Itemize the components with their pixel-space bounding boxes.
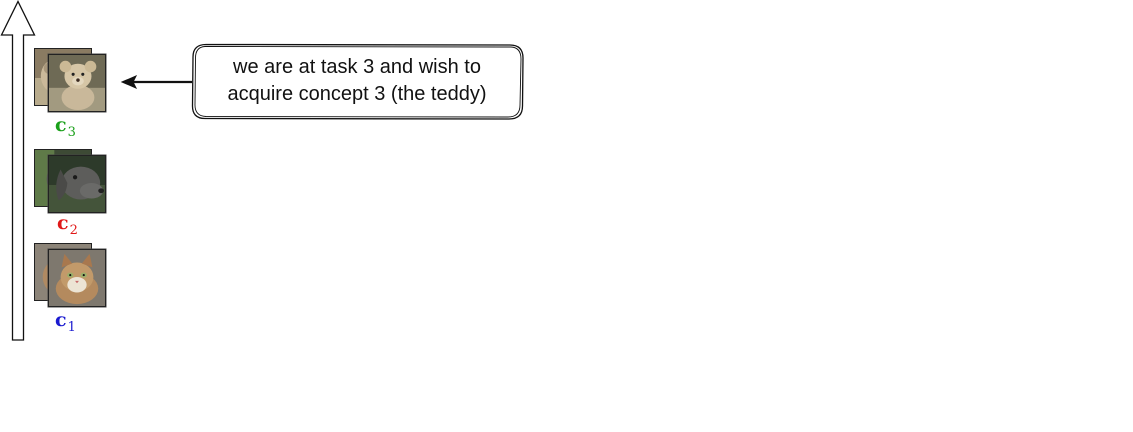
concept-base: c bbox=[57, 212, 69, 234]
concept-subscript: 1 bbox=[67, 320, 76, 335]
callout-text-box: we are at task 3 and wish to acquire con… bbox=[192, 44, 522, 118]
concept-base: c bbox=[55, 309, 67, 331]
callout-pointer-arrow bbox=[120, 75, 192, 89]
concept-2-image-stack bbox=[34, 149, 114, 215]
dog-photo-front bbox=[48, 155, 106, 213]
dog-icon bbox=[49, 156, 105, 212]
concept-3-image-stack bbox=[34, 48, 114, 114]
callout-text: we are at task 3 and wish to acquire con… bbox=[227, 54, 486, 108]
teddy-bear-icon bbox=[49, 55, 105, 111]
concept-1-image-stack bbox=[34, 243, 114, 309]
concept-base: c bbox=[55, 114, 67, 136]
concept-label-c1: c1 bbox=[55, 309, 76, 335]
concept-subscript: 2 bbox=[69, 223, 78, 238]
callout-line-1: we are at task 3 and wish to bbox=[233, 56, 481, 78]
concept-label-c3: c3 bbox=[55, 114, 76, 140]
concept-label-c2: c2 bbox=[57, 212, 78, 238]
teddy-photo-front bbox=[48, 54, 106, 112]
callout-line-2: acquire concept 3 (the teddy) bbox=[227, 83, 487, 105]
cat-icon bbox=[49, 250, 105, 306]
timeline-arrow bbox=[0, 0, 36, 341]
concept-subscript: 3 bbox=[67, 125, 76, 140]
callout-box bbox=[191, 43, 524, 120]
cat-photo-front bbox=[48, 249, 106, 307]
